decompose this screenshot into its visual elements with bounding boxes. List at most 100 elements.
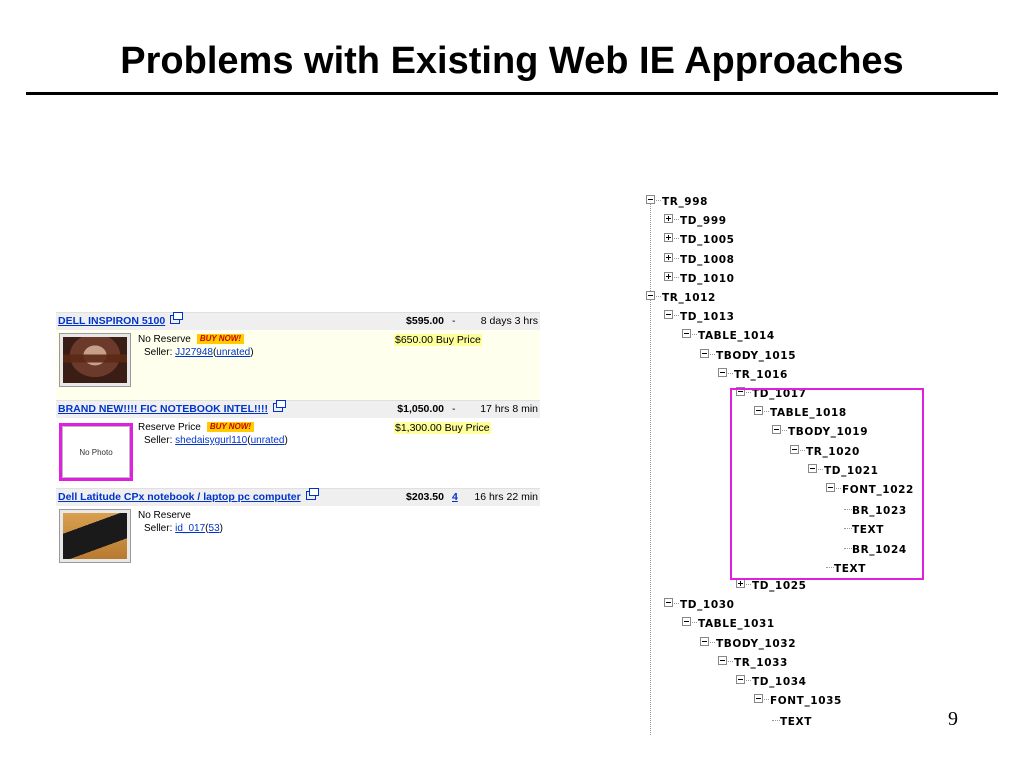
tree-node[interactable]: TR_1020 — [790, 444, 860, 459]
seller-rating-link[interactable]: 53 — [208, 523, 220, 534]
seller-rating-link[interactable]: unrated — [216, 347, 251, 358]
tree-node[interactable]: TEXT — [772, 713, 812, 728]
tree-node[interactable]: TABLE_1014 — [682, 329, 775, 343]
new-window-icon[interactable] — [305, 488, 319, 500]
listing-thumbnail[interactable] — [59, 509, 131, 563]
listing-title-link[interactable]: BRAND NEW!!!! FIC NOTEBOOK INTEL!!!! — [58, 400, 286, 415]
collapse-icon[interactable] — [772, 425, 781, 435]
tree-node-label: TD_1017 — [752, 388, 807, 400]
collapse-icon[interactable] — [646, 195, 655, 204]
listing-title-text: DELL INSPIRON 5100 — [58, 315, 166, 327]
new-window-icon[interactable] — [170, 312, 184, 324]
listing-item: BRAND NEW!!!! FIC NOTEBOOK INTEL!!!! $1,… — [56, 400, 540, 488]
tree-node-label: TEXT — [852, 524, 884, 537]
tree-node[interactable]: TR_998 — [646, 195, 708, 209]
collapse-icon[interactable] — [682, 329, 691, 339]
expand-icon[interactable] — [736, 579, 745, 588]
collapse-icon[interactable] — [664, 310, 673, 320]
tree-node[interactable]: TD_1017 — [736, 387, 807, 401]
listing-title-link[interactable]: DELL INSPIRON 5100 — [58, 312, 184, 327]
seller-rating-link[interactable]: unrated — [250, 435, 285, 446]
tree-node[interactable]: FONT_1035 — [754, 694, 842, 708]
page-number: 9 — [948, 708, 958, 730]
collapse-icon[interactable] — [682, 617, 691, 627]
tree-connector — [656, 296, 661, 297]
tree-node[interactable]: TD_1030 — [664, 598, 735, 612]
tree-node-label: TR_1020 — [806, 445, 860, 458]
tree-node[interactable]: TD_1010 — [664, 271, 735, 286]
tree-node-label: TD_1008 — [680, 253, 735, 266]
tree-node[interactable]: TBODY_1032 — [700, 636, 796, 651]
listing-thumbnail[interactable] — [59, 333, 131, 387]
tree-node[interactable]: TD_999 — [664, 214, 727, 228]
collapse-icon[interactable] — [808, 463, 817, 473]
collapse-icon[interactable] — [664, 598, 673, 608]
tree-node[interactable]: TD_1021 — [808, 463, 879, 478]
tree-node-label: TD_999 — [680, 215, 727, 228]
tree-node-label: TD_1013 — [680, 311, 735, 324]
tree-node[interactable]: TEXT — [826, 560, 866, 575]
collapse-icon[interactable] — [700, 348, 709, 358]
tree-leaf-connector — [772, 713, 780, 722]
tree-node[interactable]: TD_1008 — [664, 252, 735, 267]
listing-reserve: No Reserve — [138, 510, 191, 521]
collapse-icon[interactable] — [718, 655, 727, 665]
seller-link[interactable]: shedaisygurl110 — [175, 435, 248, 446]
seller-link[interactable]: id_017 — [175, 523, 206, 534]
collapse-icon[interactable] — [646, 291, 655, 300]
listing-bids-link[interactable]: 4 — [452, 491, 458, 503]
listing-title-link[interactable]: Dell Latitude CPx notebook / laptop pc c… — [58, 488, 319, 503]
tree-node[interactable]: TD_1005 — [664, 233, 735, 247]
tree-connector — [764, 411, 769, 413]
collapse-icon[interactable] — [736, 387, 745, 396]
collapse-icon[interactable] — [826, 483, 835, 492]
collapse-icon[interactable] — [700, 636, 709, 646]
listing-header: BRAND NEW!!!! FIC NOTEBOOK INTEL!!!! $1,… — [56, 400, 540, 418]
new-window-icon[interactable] — [272, 400, 286, 412]
tree-node[interactable]: TABLE_1018 — [754, 406, 847, 420]
expand-icon[interactable] — [664, 252, 673, 262]
listing-header: Dell Latitude CPx notebook / laptop pc c… — [56, 488, 540, 506]
tree-node[interactable]: TBODY_1019 — [772, 425, 868, 439]
tree-node[interactable]: TR_1012 — [646, 291, 716, 305]
tree-connector — [674, 238, 679, 240]
tree-node[interactable]: TABLE_1031 — [682, 617, 775, 631]
tree-trunk-line — [650, 199, 651, 735]
tree-node[interactable]: FONT_1022 — [826, 483, 914, 497]
reserve-label: Reserve Price — [138, 422, 201, 433]
listing-price: $595.00 — [406, 315, 444, 327]
collapse-icon[interactable] — [790, 444, 799, 454]
listing-time-left: 17 hrs 8 min — [480, 403, 538, 415]
collapse-icon[interactable] — [754, 406, 763, 416]
tree-node[interactable]: TEXT — [844, 521, 884, 537]
seller-line: Seller: id_017(53) — [144, 523, 223, 534]
tree-node[interactable]: TR_1016 — [718, 367, 788, 382]
listing-item: Dell Latitude CPx notebook / laptop pc c… — [56, 488, 540, 576]
tree-node-label: TBODY_1015 — [716, 349, 797, 362]
no-photo-placeholder: No Photo — [59, 423, 133, 481]
tree-leaf-connector — [844, 541, 852, 549]
seller-link[interactable]: JJ27948 — [175, 347, 213, 358]
tree-connector — [728, 660, 733, 662]
tree-connector — [728, 372, 733, 374]
expand-icon[interactable] — [664, 214, 673, 224]
tree-node[interactable]: TBODY_1015 — [700, 348, 797, 363]
tree-connector — [710, 353, 715, 355]
title-divider — [26, 92, 998, 95]
highlight-box — [730, 388, 924, 580]
collapse-icon[interactable] — [736, 675, 745, 684]
buy-now-badge: BUY NOW! — [196, 334, 244, 344]
listing-title-text: Dell Latitude CPx notebook / laptop pc c… — [58, 491, 301, 503]
expand-icon[interactable] — [664, 271, 673, 281]
tree-node[interactable]: BR_1023 — [844, 502, 907, 517]
collapse-icon[interactable] — [718, 367, 727, 377]
collapse-icon[interactable] — [754, 694, 763, 704]
expand-icon[interactable] — [664, 233, 673, 243]
tree-node[interactable]: TD_1025 — [736, 579, 807, 593]
tree-node[interactable]: TD_1013 — [664, 310, 735, 324]
tree-connector — [818, 468, 823, 470]
tree-node[interactable]: TD_1034 — [736, 675, 807, 689]
tree-node[interactable]: TR_1033 — [718, 655, 788, 670]
tree-node[interactable]: BR_1024 — [844, 541, 907, 556]
